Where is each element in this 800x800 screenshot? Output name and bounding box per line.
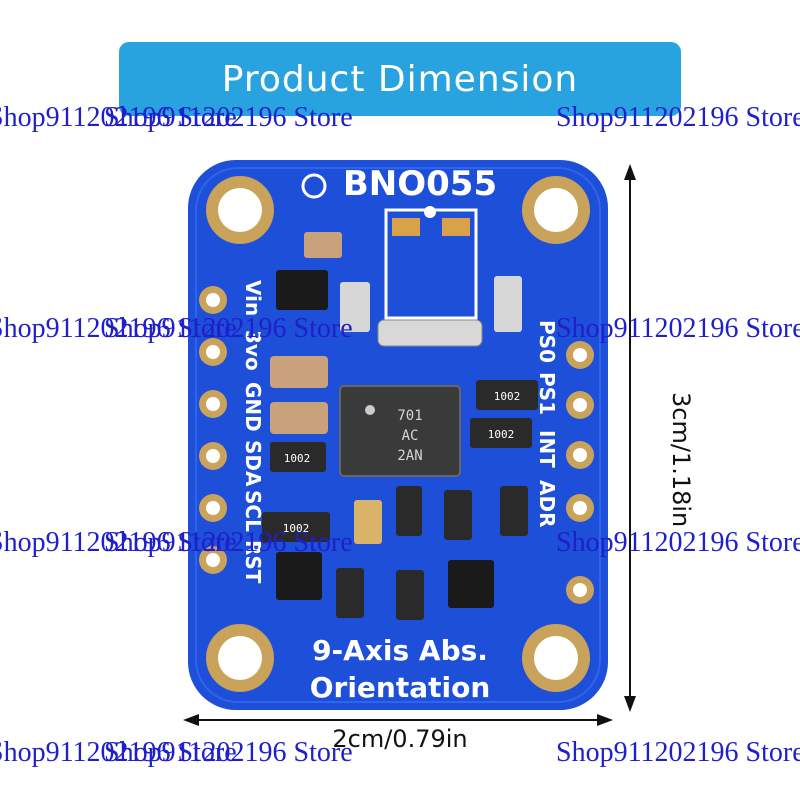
product-dimension-banner: Product Dimension [119, 42, 681, 116]
resistor-code-label: 1002 [488, 428, 515, 441]
store-watermark: Shop911202196 Store [104, 737, 353, 768]
ic-marking-line1: 701 [397, 408, 422, 424]
mounting-hole-bottom-right [522, 624, 590, 692]
store-watermark: Shop911202196 Store [556, 313, 800, 344]
crystal-pad [392, 218, 420, 236]
crystal-dot [424, 206, 436, 218]
pin-label-3vo: 3vo [241, 330, 265, 371]
width-dimension-arrow [183, 714, 613, 726]
store-watermark: Shop911202196 Store [0, 102, 237, 133]
crystal [377, 319, 483, 347]
height-dimension-arrow [624, 164, 636, 712]
pin-label-ps0: PS0 [535, 320, 559, 363]
width-dimension-label: 2cm/0.79in [332, 725, 468, 753]
ic-pin1-dot [365, 405, 375, 415]
board-subtitle-line2: Orientation [310, 671, 491, 704]
pin-label-adr: ADR [535, 480, 559, 527]
pin-label-rst: RST [241, 540, 265, 584]
store-watermark: Shop911202196 Store [556, 102, 800, 133]
right-pin-pads [566, 341, 594, 604]
voltage-regulator [276, 270, 328, 310]
pin1-marker-icon [301, 173, 327, 199]
store-watermark: Shop911202196 Store [556, 527, 800, 558]
left-pin-pads [199, 286, 227, 574]
store-watermark: Shop911202196 Store [104, 527, 353, 558]
ic-marking-line3: 2AN [397, 448, 422, 464]
pin-label-vin: Vin [241, 280, 265, 316]
mounting-hole-bottom-left [206, 624, 274, 692]
pin-label-ps1: PS1 [535, 372, 559, 415]
store-watermark: Shop911202196 Store [0, 737, 237, 768]
pin-label-sda: SDA [241, 440, 265, 487]
resistor-code-label: 1002 [284, 452, 311, 465]
ic-marking-line2: AC [402, 428, 419, 444]
pin-label-gnd: GND [241, 382, 265, 432]
store-watermark: Shop911202196 Store [104, 102, 353, 133]
board-subtitle-line1: 9-Axis Abs. [312, 634, 488, 667]
transistor [448, 560, 494, 608]
transistor [276, 552, 322, 600]
store-watermark: Shop911202196 Store [556, 737, 800, 768]
mounting-hole-top-left [206, 176, 274, 244]
pin-label-int: INT [535, 430, 559, 468]
smd-components [262, 232, 538, 620]
store-watermark: Shop911202196 Store [0, 313, 237, 344]
store-watermark: Shop911202196 Store [0, 527, 237, 558]
crystal-pad [442, 218, 470, 236]
resistor-code-label: 1002 [494, 390, 521, 403]
chip-name-silkscreen: BNO055 [343, 164, 497, 204]
banner-title: Product Dimension [221, 58, 579, 100]
store-watermark: Shop911202196 Store [104, 313, 353, 344]
height-dimension-label: 3cm/1.18in [667, 392, 695, 528]
pin-label-scl: SCL [241, 490, 265, 532]
pcb-edge [195, 167, 601, 703]
resistor-code-label: 1002 [283, 522, 310, 535]
mounting-hole-top-right [522, 176, 590, 244]
